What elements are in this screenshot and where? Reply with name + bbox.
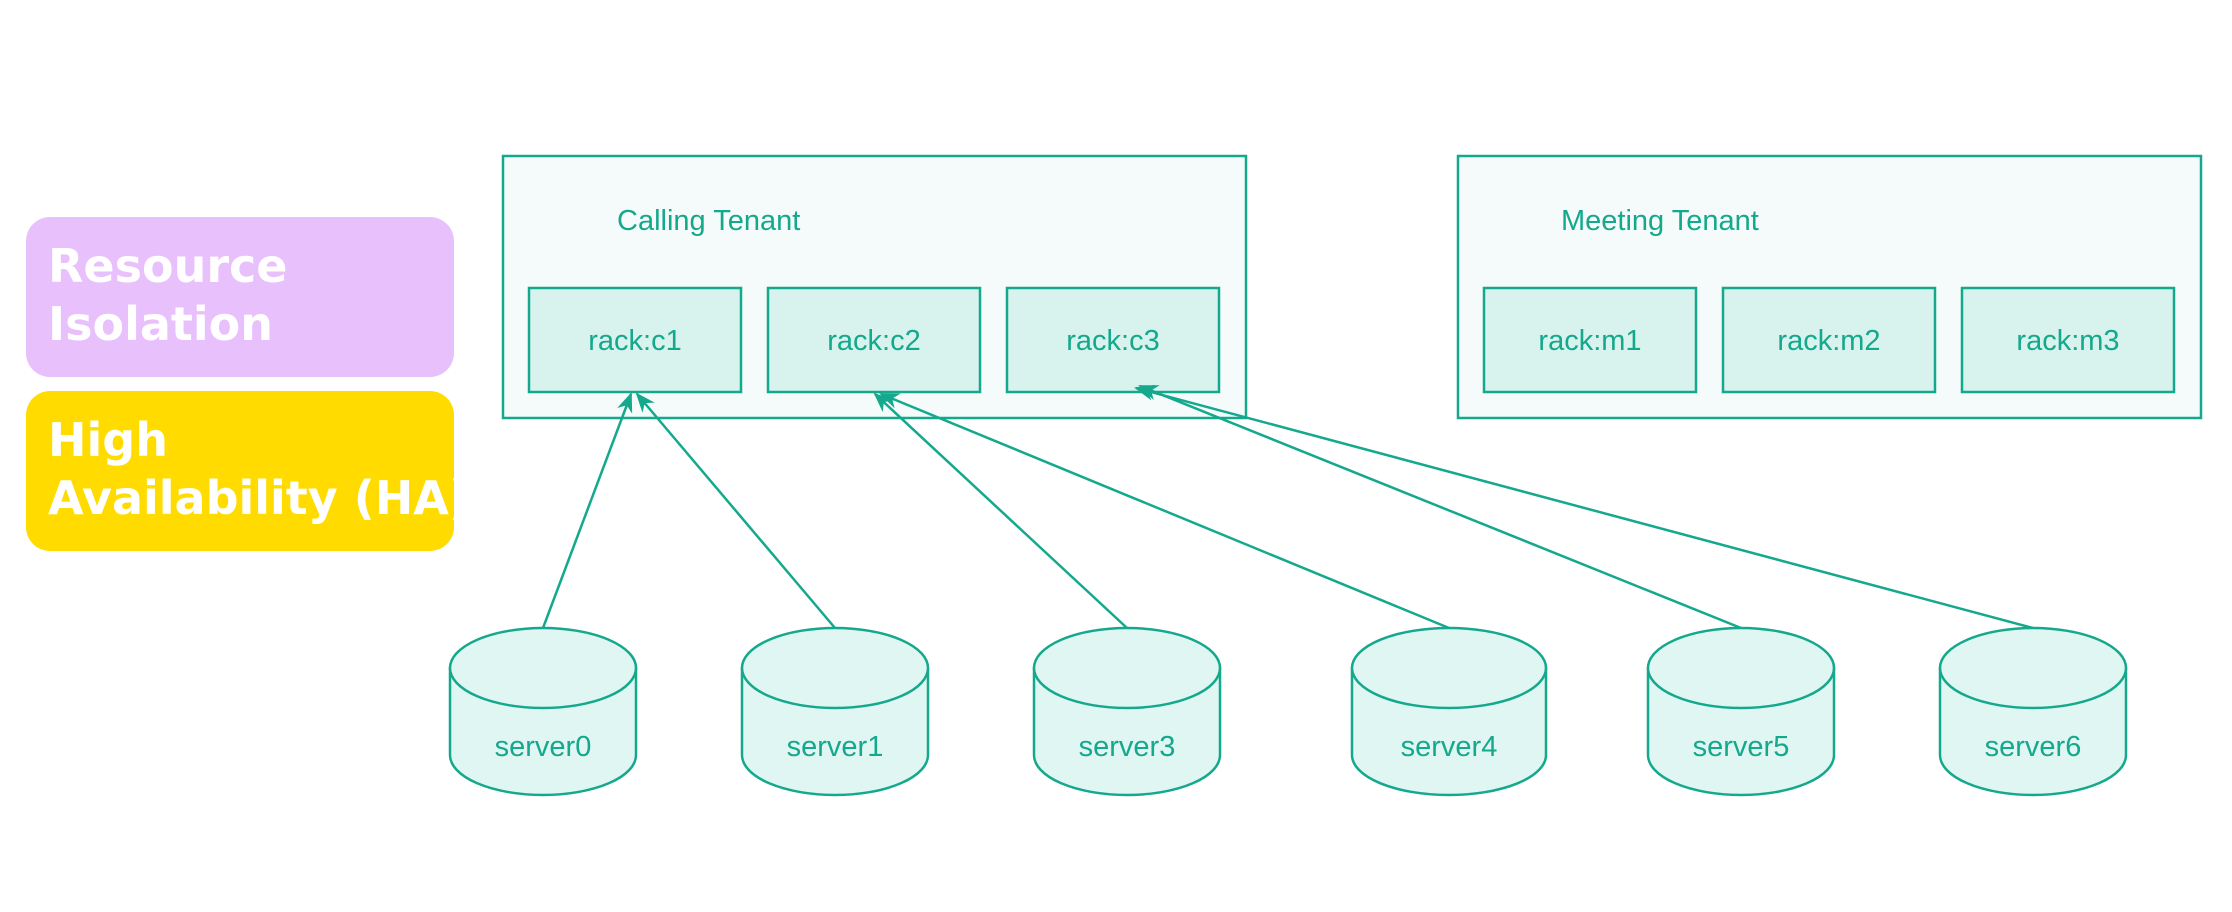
high-availability-line-1: High <box>48 413 168 467</box>
resource-isolation-badge: Resource Isolation <box>26 217 454 377</box>
server-6-label: server6 <box>1985 731 2082 763</box>
rack-m1: rack:m1 <box>1482 286 1698 394</box>
server-4: server4 <box>1350 626 1548 797</box>
server-0: server0 <box>448 626 638 797</box>
connectors <box>541 384 2034 630</box>
server-4-label: server4 <box>1401 731 1498 763</box>
tenant-calling-title: Calling Tenant <box>617 205 800 237</box>
rack-c1-label: rack:c1 <box>588 325 681 357</box>
rack-c3: rack:c3 <box>1005 286 1221 394</box>
server-3: server3 <box>1032 626 1222 797</box>
link-server5-rack-c3 <box>1138 384 1742 630</box>
link-server4-rack-c2 <box>879 392 1450 630</box>
rack-m2-label: rack:m2 <box>1777 325 1880 357</box>
server-6: server6 <box>1938 626 2128 797</box>
high-availability-badge: High Availability (HA) <box>26 391 470 551</box>
link-server0-rack-c1 <box>541 392 633 629</box>
server-5-label: server5 <box>1693 731 1790 763</box>
rack-c2-label: rack:c2 <box>827 325 920 357</box>
server-1: server1 <box>740 626 930 797</box>
rack-c1: rack:c1 <box>527 286 743 394</box>
tenant-calling: Calling Tenant rack:c1 rack:c2 rack:c3 <box>501 154 1248 420</box>
resource-isolation-line-1: Resource <box>48 239 288 293</box>
tenant-meeting-title: Meeting Tenant <box>1561 205 1759 237</box>
server-5: server5 <box>1646 626 1836 797</box>
link-server3-rack-c2 <box>873 392 1128 629</box>
server-3-label: server3 <box>1079 731 1176 763</box>
rack-m3: rack:m3 <box>1960 286 2176 394</box>
link-server1-rack-c1 <box>635 392 836 629</box>
server-0-label: server0 <box>495 731 592 763</box>
tenant-meeting: Meeting Tenant rack:m1 rack:m2 rack:m3 <box>1456 154 2203 420</box>
server-1-label: server1 <box>787 731 884 763</box>
rack-c3-label: rack:c3 <box>1066 325 1159 357</box>
rack-m3-label: rack:m3 <box>2016 325 2119 357</box>
link-server6-rack-c3 <box>1134 384 2034 630</box>
rack-m2: rack:m2 <box>1721 286 1937 394</box>
rack-m1-label: rack:m1 <box>1538 325 1641 357</box>
resource-isolation-line-2: Isolation <box>48 297 274 351</box>
high-availability-line-2: Availability (HA) <box>48 471 470 525</box>
rack-c2: rack:c2 <box>766 286 982 394</box>
